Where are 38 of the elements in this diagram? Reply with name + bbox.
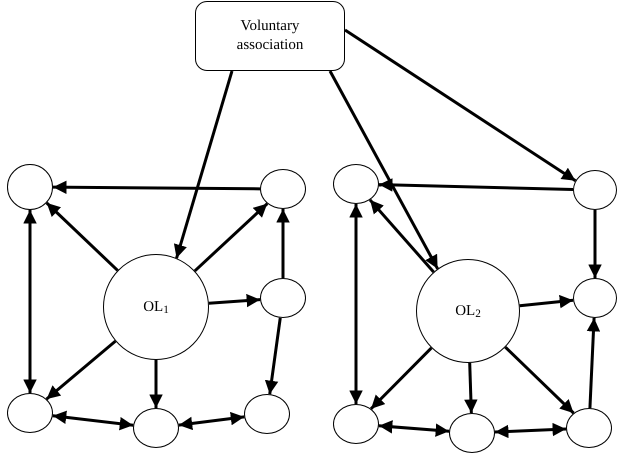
- arrow: [370, 346, 432, 410]
- arrow: [464, 362, 478, 414]
- circle-node: [573, 278, 617, 318]
- arrow: [328, 70, 439, 270]
- circle-node: [133, 408, 179, 448]
- circle-node: [7, 164, 53, 210]
- arrow: [149, 360, 163, 408]
- circle-node: [7, 393, 53, 433]
- arrow: [174, 70, 234, 259]
- arrow: [276, 209, 290, 278]
- arrow: [586, 318, 600, 408]
- arrow: [378, 178, 574, 192]
- circle-node: [566, 408, 612, 448]
- arrow: [52, 410, 134, 430]
- circle-node: [449, 413, 495, 453]
- arrow: [494, 422, 566, 438]
- arrow: [46, 202, 119, 272]
- arrow: [178, 412, 244, 430]
- arrow: [588, 210, 602, 278]
- arrow: [23, 210, 37, 393]
- arrow: [504, 346, 575, 414]
- circle-node: [244, 394, 290, 434]
- circle-node: [260, 169, 306, 209]
- arrow: [208, 294, 260, 308]
- arrow: [194, 202, 268, 272]
- circle-node: [573, 170, 617, 210]
- circle-node: [333, 404, 379, 444]
- arrow: [368, 198, 435, 273]
- rounded-box: Voluntary association: [195, 1, 345, 71]
- arrow: [349, 204, 363, 404]
- arrow: [378, 420, 450, 437]
- arrow: [520, 294, 574, 308]
- circle-node: [333, 164, 379, 204]
- arrow: [264, 318, 282, 394]
- arrow: [52, 180, 260, 194]
- circle-node: [260, 278, 306, 318]
- arrow: [46, 340, 116, 400]
- arrow: [344, 28, 576, 182]
